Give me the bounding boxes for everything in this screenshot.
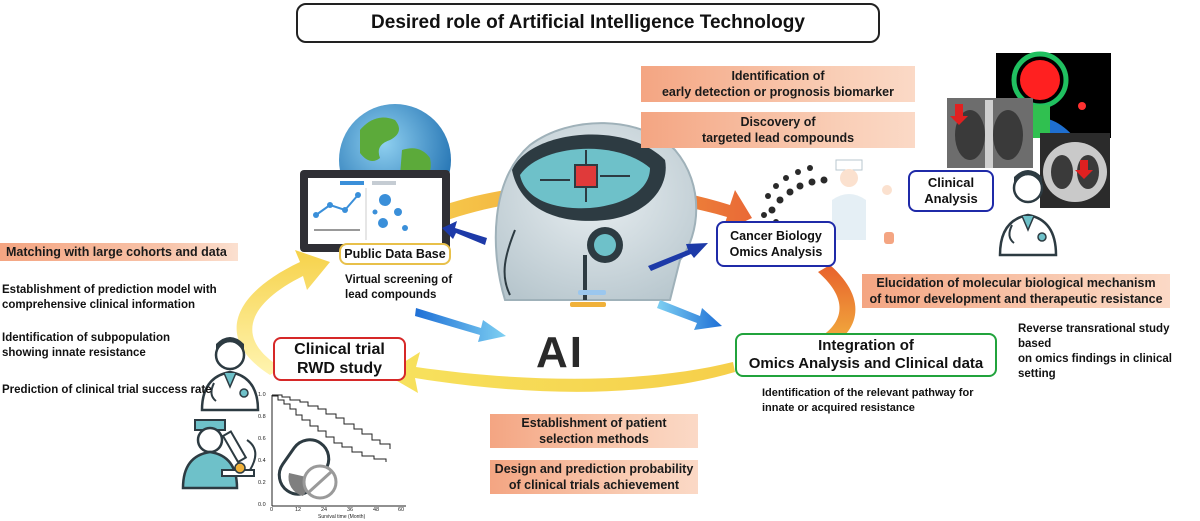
dashboard-monitor-icon (300, 170, 450, 252)
y-tick: 0.6 (258, 436, 266, 442)
cycle-arrow-left (236, 250, 330, 375)
ai-arrows (415, 221, 722, 342)
x-tick: 36 (347, 507, 354, 513)
arrow-to-public-data (442, 221, 487, 245)
note-success-rate: Prediction of clinical trial success rat… (2, 384, 212, 396)
cycle-arrow-bottom (385, 352, 735, 393)
arrow-to-cancer-biology (648, 243, 708, 271)
highlight-biomarker: Identification of early detection or pro… (641, 66, 915, 102)
doctor-icon (998, 170, 1058, 257)
ct-scan-icon (1040, 133, 1110, 208)
x-tick: 48 (373, 507, 380, 513)
node-cancer-biology: Cancer Biology Omics Analysis (716, 221, 836, 267)
node-clinical-trial: Clinical trial RWD study (273, 337, 406, 381)
survival-x-label: Survival time (Month) (318, 514, 366, 520)
pill-icon (277, 438, 338, 500)
survival-plot (271, 394, 406, 507)
dna-helix-icon (761, 165, 828, 225)
node-clinical-analysis: Clinical Analysis (908, 170, 994, 212)
y-tick: 0.0 (258, 502, 266, 508)
highlight-trial-probability: Design and prediction probability of cli… (490, 460, 698, 494)
arrow-to-clinical-trial (415, 308, 506, 342)
survival-y-ticks: 0.0 0.2 0.4 0.6 0.8 1.0 (258, 390, 270, 510)
note-virtual-screening: Virtual screening of lead compounds (345, 274, 453, 301)
note-reverse-study: Reverse transrational study based on omi… (1018, 323, 1172, 380)
note-prediction-model: Establishment of prediction model with c… (2, 284, 217, 311)
x-tick: 60 (398, 507, 405, 513)
y-tick: 0.8 (258, 414, 266, 420)
survival-curve-1 (272, 394, 391, 449)
diagram-title: Desired role of Artificial Intelligence … (296, 3, 880, 43)
highlight-patient-selection: Establishment of patient selection metho… (490, 414, 698, 448)
x-tick: 0 (270, 507, 274, 513)
survival-x-ticks: 0 12 24 36 48 60 (270, 507, 410, 515)
x-tick: 24 (321, 507, 328, 513)
y-tick: 1.0 (258, 392, 266, 398)
ai-label: AI (536, 328, 584, 377)
note-subpopulation: Identification of subpopulation showing … (2, 332, 171, 359)
ai-head-icon (494, 122, 698, 307)
highlight-matching: Matching with large cohorts and data (0, 243, 238, 261)
arrow-to-integration (657, 300, 722, 330)
doctor-icon-left (200, 337, 260, 412)
survival-curve-2 (272, 395, 387, 462)
y-tick: 0.4 (258, 458, 266, 464)
node-integration: Integration of Omics Analysis and Clinic… (735, 333, 997, 377)
node-public-data-base: Public Data Base (339, 243, 451, 265)
y-tick: 0.2 (258, 480, 266, 486)
note-pathway: Identification of the relevant pathway f… (762, 387, 974, 414)
cycle-arrow-right (812, 265, 856, 352)
x-tick: 12 (295, 507, 302, 513)
highlight-lead-compounds: Discovery of targeted lead compounds (641, 112, 915, 148)
scientist-icon (832, 159, 894, 244)
highlight-mechanism: Elucidation of molecular biological mech… (862, 274, 1170, 308)
xray-image-icon (947, 98, 1033, 168)
lab-scientist-icon (181, 419, 257, 490)
